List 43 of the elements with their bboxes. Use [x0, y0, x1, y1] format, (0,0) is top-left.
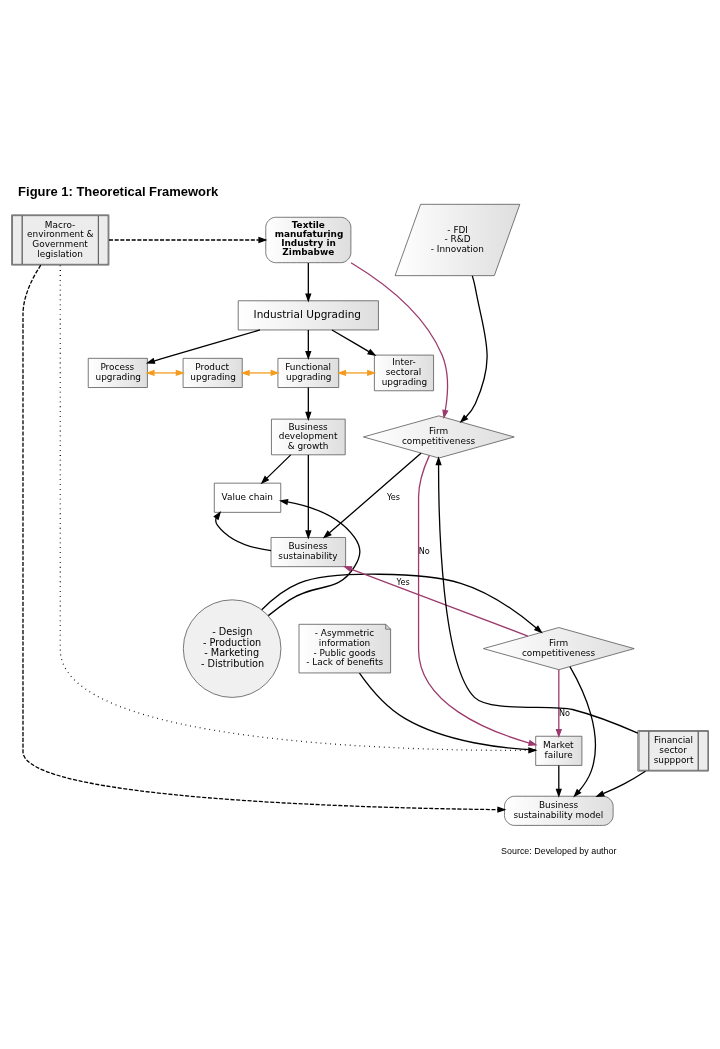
edge-label: Yes: [386, 491, 400, 502]
node-box: Product upgrading: [182, 357, 243, 388]
diagram-title: Figure 1: Theoretical Framework: [18, 183, 219, 199]
arrow: [22, 264, 507, 813]
arrow: [305, 386, 312, 421]
arrow: [569, 665, 597, 798]
node-box: Value chain: [213, 482, 282, 513]
node-box: Business development & growth: [271, 418, 346, 455]
node-circle: - Design - Production - Marketing - Distribution: [182, 598, 282, 698]
arrow: [260, 453, 292, 484]
node-box: Textile manufaturing Industry in Zimbabwe: [265, 216, 352, 263]
arrow: [145, 369, 185, 376]
arrow: [305, 328, 312, 360]
arrow: [322, 452, 422, 539]
arrow: [145, 328, 261, 364]
node-box: Functional upgrading: [277, 357, 340, 388]
arrow: [555, 764, 562, 798]
arrow: [435, 455, 639, 734]
arrow: [108, 236, 268, 243]
node-box: Business sustainability: [270, 536, 346, 567]
node-box: Market failure: [535, 735, 583, 766]
edge-label: No: [558, 707, 570, 718]
arrow: [417, 454, 538, 746]
caption: Source: Developed by author: [501, 845, 617, 856]
arrow: [337, 369, 377, 376]
node-box: Industrial Upgrading: [237, 299, 379, 330]
node-box: Inter-sectoral upgrading: [374, 354, 434, 391]
arrow: [240, 369, 280, 376]
node-box: Process upgrading: [87, 357, 148, 388]
edge-label: Yes: [396, 576, 410, 587]
arrow: [350, 261, 449, 419]
arrow: [595, 770, 647, 797]
arrow: [305, 261, 312, 303]
arrow: [459, 274, 488, 423]
arrow: [331, 328, 377, 356]
node-box: Business sustainability model: [504, 795, 614, 826]
arrow: [555, 668, 562, 738]
arrow: [261, 573, 543, 634]
arrow: [213, 510, 272, 551]
connector: [358, 672, 537, 750]
arrow: [305, 453, 312, 539]
edge-label: No: [418, 545, 430, 556]
arrow: [342, 565, 529, 637]
